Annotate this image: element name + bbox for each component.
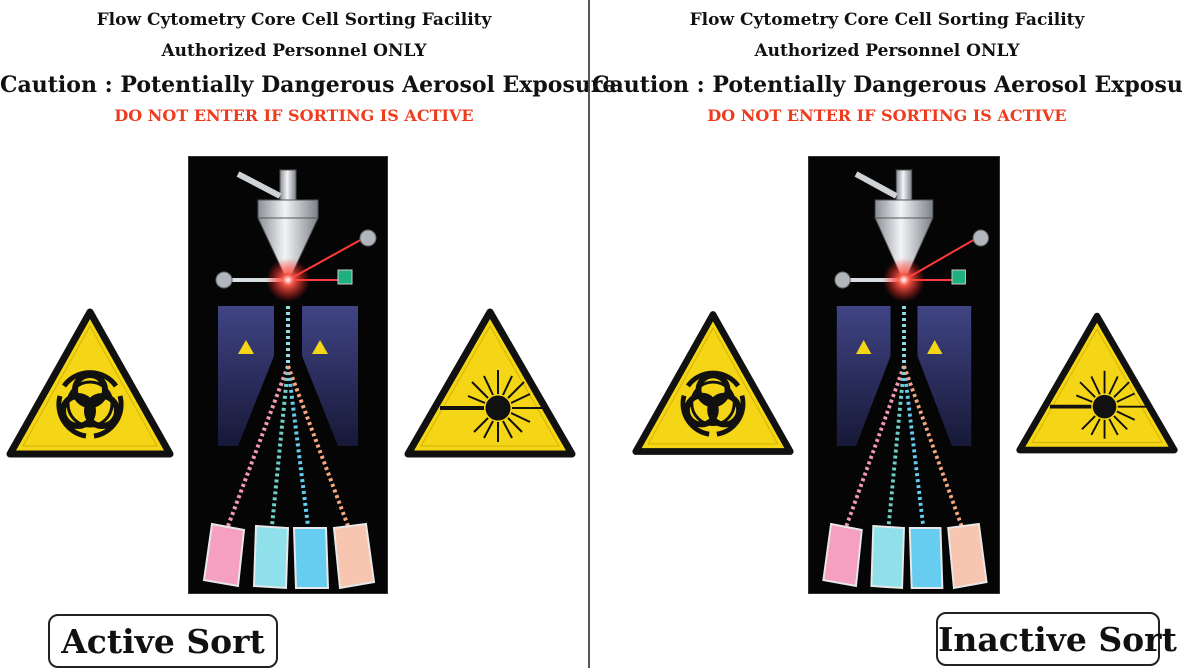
status-label-active: Active Sort (48, 614, 278, 668)
panel-active: Flow Cytometry Core Cell Sorting Facilit… (0, 0, 617, 668)
panel-divider (588, 0, 590, 668)
entry-warning: DO NOT ENTER IF SORTING IS ACTIVE (707, 106, 1067, 125)
cell-sorter-illustration (808, 156, 1000, 594)
cell-sorter-illustration (188, 156, 388, 594)
panel-inactive: Flow Cytometry Core Cell Sorting Facilit… (592, 0, 1182, 668)
biohazard-icon (630, 304, 796, 464)
laser-warning-icon (1014, 304, 1180, 464)
laser-warning-icon (402, 304, 578, 464)
entry-warning: DO NOT ENTER IF SORTING IS ACTIVE (114, 106, 474, 125)
facility-title: Flow Cytometry Core Cell Sorting Facilit… (96, 10, 492, 30)
status-label-inactive: Inactive Sort (936, 612, 1177, 666)
caution-heading: Caution : Potentially Dangerous Aerosol … (592, 72, 1182, 98)
access-notice: Authorized Personnel ONLY (754, 41, 1020, 61)
facility-title: Flow Cytometry Core Cell Sorting Facilit… (689, 10, 1085, 30)
caution-heading: Caution : Potentially Dangerous Aerosol … (0, 72, 617, 98)
biohazard-icon (4, 304, 176, 464)
access-notice: Authorized Personnel ONLY (161, 41, 427, 61)
